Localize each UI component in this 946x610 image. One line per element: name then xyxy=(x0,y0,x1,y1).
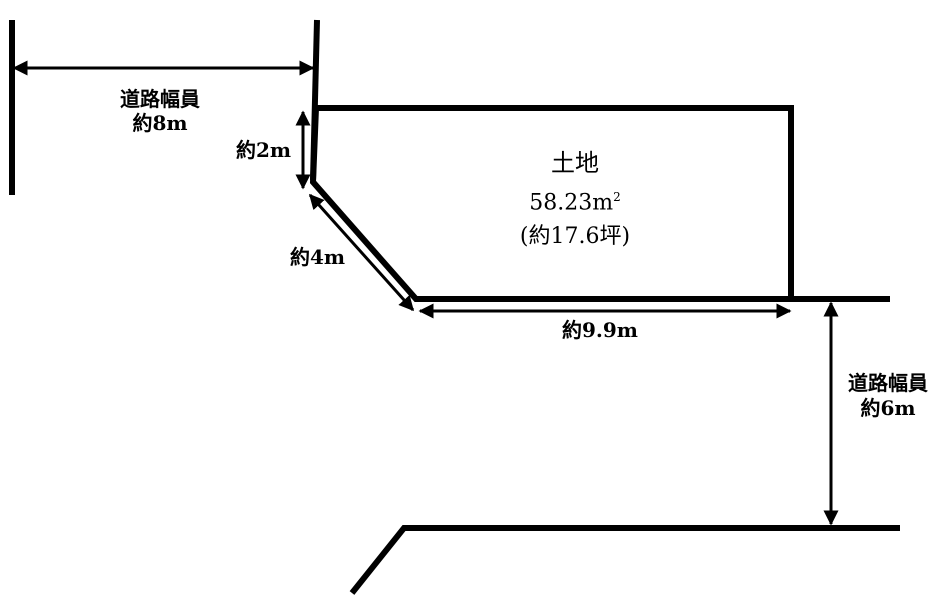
lot-area-unit-superscript: 2 xyxy=(613,190,621,204)
dimension-label-4m: 約4m xyxy=(290,245,346,269)
dimension-label-2m: 約2m xyxy=(236,138,292,162)
road-east-title: 道路幅員 xyxy=(848,371,928,395)
opposite-road-edge xyxy=(349,525,900,595)
lot-area-value: 58.23m xyxy=(529,190,614,216)
dimension-arrow-4m xyxy=(308,193,415,312)
lot-area: 58.23m2 xyxy=(470,190,680,215)
road-east-width: 約6m xyxy=(860,396,916,420)
lot-tsubo: (約17.6坪) xyxy=(519,224,631,249)
dimension-label-9-9m: 約9.9m xyxy=(562,318,638,342)
lot-name: 土地 xyxy=(551,149,599,177)
road-north-width: 約8m xyxy=(132,111,188,135)
road-north-title: 道路幅員 xyxy=(120,87,200,111)
